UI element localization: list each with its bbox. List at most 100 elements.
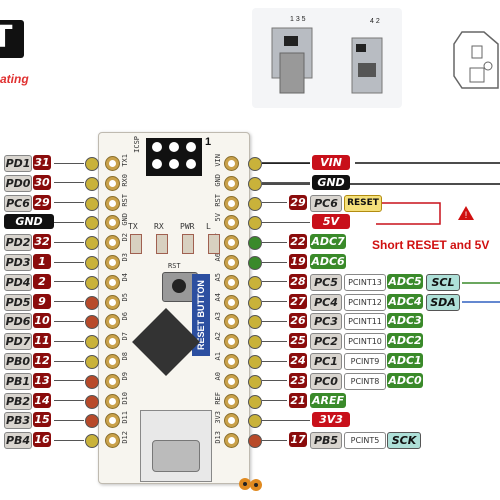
right-pin-dot bbox=[248, 216, 262, 231]
left-pin-wire bbox=[54, 182, 84, 184]
right-pin-wire bbox=[262, 439, 287, 441]
left-pin-wire bbox=[54, 439, 84, 441]
right-pin-number: 23 bbox=[289, 372, 307, 388]
right-pin-pcint-label: PCINT10 bbox=[344, 333, 386, 351]
header-hole-left bbox=[105, 255, 120, 270]
right-pin-dot bbox=[248, 295, 262, 310]
left-pin-number: 12 bbox=[33, 353, 51, 368]
left-pin-number: 2 bbox=[33, 273, 51, 289]
left-pin-number: 29 bbox=[33, 194, 51, 210]
logo: T bbox=[0, 20, 24, 58]
left-pin-port-label: PD4 bbox=[4, 273, 32, 291]
left-pin-port-label: PD6 bbox=[4, 313, 32, 331]
right-pin-comm-label: SDA bbox=[426, 293, 460, 311]
right-pin-comm-label: SCK bbox=[387, 432, 421, 450]
right-pin-power-label: VIN bbox=[312, 155, 350, 170]
header-hole-right bbox=[224, 334, 239, 350]
right-pin-pcint-label: PCINT12 bbox=[344, 293, 386, 311]
right-pin-wire bbox=[262, 340, 287, 342]
left-pin-dot bbox=[85, 335, 99, 350]
left-pin-port-label: PD1 bbox=[4, 155, 32, 172]
right-pin-number: 29 bbox=[289, 194, 307, 210]
left-pin-dot bbox=[85, 176, 99, 191]
left-pin-port-label: PB1 bbox=[4, 372, 32, 390]
tagline: ating bbox=[0, 72, 29, 86]
left-pin-port-label: PC6 bbox=[4, 194, 32, 212]
header-hole-right bbox=[224, 433, 239, 449]
right-pin-dot bbox=[248, 176, 262, 191]
right-pin-dot bbox=[248, 275, 262, 290]
icsp-pin bbox=[186, 159, 196, 169]
left-pin-dot bbox=[85, 394, 99, 409]
led-label: L bbox=[206, 222, 211, 231]
header-hole-right bbox=[224, 413, 239, 429]
header-hole-left bbox=[105, 156, 120, 171]
left-pin-dot bbox=[85, 355, 99, 369]
right-pin-wire bbox=[262, 360, 287, 362]
left-pin-dot bbox=[85, 295, 99, 310]
connector-outline bbox=[448, 26, 500, 96]
left-pin-dot bbox=[85, 374, 99, 389]
right-pin-reset-label: RESET bbox=[344, 194, 382, 212]
logo-text: T bbox=[0, 20, 13, 55]
left-pin-dot bbox=[85, 275, 99, 290]
left-pin-number: 15 bbox=[33, 412, 51, 428]
right-pin-dot bbox=[248, 256, 262, 270]
right-pin-number: 28 bbox=[289, 273, 307, 289]
right-pin-number: 21 bbox=[289, 392, 307, 408]
right-pin-pcint-label: PCINT11 bbox=[344, 313, 386, 331]
right-pin-power-label: 3V3 bbox=[312, 412, 350, 428]
right-pin-wire bbox=[262, 202, 287, 204]
header-hole-left bbox=[105, 274, 120, 290]
left-pin-dot bbox=[85, 196, 99, 211]
right-pin-port-label: PC6 bbox=[310, 194, 342, 212]
connector-photo: 1 3 5 4 2 bbox=[252, 8, 402, 108]
header-hole-left bbox=[105, 373, 120, 389]
right-pin-pcint-label: PCINT8 bbox=[344, 372, 386, 390]
left-pin-number: 32 bbox=[33, 234, 51, 250]
left-pin-port-label: PB0 bbox=[4, 353, 32, 370]
icsp-pin bbox=[152, 142, 162, 152]
left-pin-port-label: PD0 bbox=[4, 174, 32, 192]
right-pin-adc-label: ADC6 bbox=[310, 254, 346, 269]
icsp-pin bbox=[169, 159, 179, 169]
led bbox=[156, 234, 168, 254]
led-label: RX bbox=[154, 222, 164, 231]
icsp-pin bbox=[152, 159, 162, 169]
right-pin-adc-label: ADC7 bbox=[310, 234, 346, 250]
left-pin-port-label: PB3 bbox=[4, 412, 32, 430]
right-pin-dot bbox=[248, 335, 262, 350]
header-hole-left bbox=[105, 354, 120, 369]
right-pin-dot bbox=[248, 414, 262, 429]
right-pin-number: 22 bbox=[289, 234, 307, 250]
left-pin-wire bbox=[54, 162, 84, 164]
left-pin-dot bbox=[85, 434, 99, 449]
left-pin-wire bbox=[54, 241, 84, 243]
left-pin-dot bbox=[85, 236, 99, 251]
header-hole-right bbox=[224, 393, 239, 409]
led bbox=[208, 234, 220, 254]
right-pin-dot bbox=[248, 157, 262, 171]
led bbox=[182, 234, 194, 254]
left-pin-dot bbox=[85, 157, 99, 171]
right-pin-wire bbox=[262, 182, 310, 184]
right-pin-port-label: PC4 bbox=[310, 293, 342, 311]
right-pin-dot bbox=[248, 315, 262, 330]
photo-label-left: 1 3 5 bbox=[290, 16, 306, 23]
right-pin-power-label: GND bbox=[312, 174, 350, 190]
left-pin-wire bbox=[54, 400, 84, 402]
led-label: TX bbox=[128, 222, 138, 231]
right-pin-adc-label: ADC1 bbox=[387, 353, 423, 368]
header-hole-left bbox=[105, 393, 120, 409]
rst-label: RST bbox=[168, 262, 181, 270]
right-pin-wire bbox=[262, 400, 287, 402]
header-hole-right bbox=[224, 274, 239, 290]
led bbox=[130, 234, 142, 254]
right-pin-dot bbox=[248, 355, 262, 369]
reset-button-cap bbox=[172, 279, 186, 293]
right-pin-aref-label: AREF bbox=[310, 392, 346, 408]
left-pin-dot bbox=[85, 414, 99, 429]
header-hole-left bbox=[105, 215, 120, 231]
left-pin-number: 10 bbox=[33, 313, 51, 329]
